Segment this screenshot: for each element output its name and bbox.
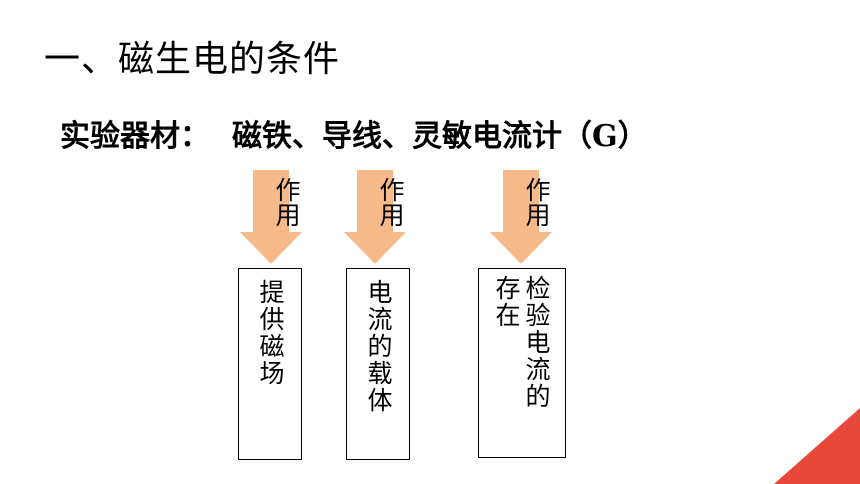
materials-line: 实验器材： 磁铁、导线、灵敏电流计（G） — [60, 115, 648, 159]
arrow-down-1: 作用 — [240, 170, 302, 264]
arrow-down-2: 作用 — [344, 170, 406, 264]
materials-label: 实验器材： — [60, 119, 210, 154]
box-current-carrier: 电流的载体 — [346, 268, 410, 460]
box-detect-current: 检验电流的存在 — [478, 268, 566, 458]
arrow-label-3: 作用 — [522, 177, 551, 227]
arrow-label-1: 作用 — [272, 177, 301, 227]
arrow-down-icon — [344, 170, 406, 264]
arrow-label-2: 作用 — [376, 177, 405, 227]
materials-items: 磁铁、导线、灵敏电流计（G） — [232, 119, 648, 154]
box-text-3: 检验电流的存在 — [492, 275, 551, 410]
box-magnetic-field: 提供磁场 — [238, 268, 302, 460]
box-text-2: 电流的载体 — [364, 279, 393, 414]
arrow-down-icon — [490, 170, 552, 264]
arrow-down-3: 作用 — [490, 170, 552, 264]
box-text-1: 提供磁场 — [256, 279, 285, 387]
page-title: 一、磁生电的条件 — [44, 39, 341, 80]
arrow-down-icon — [240, 170, 302, 264]
corner-accent-shape — [774, 408, 860, 484]
